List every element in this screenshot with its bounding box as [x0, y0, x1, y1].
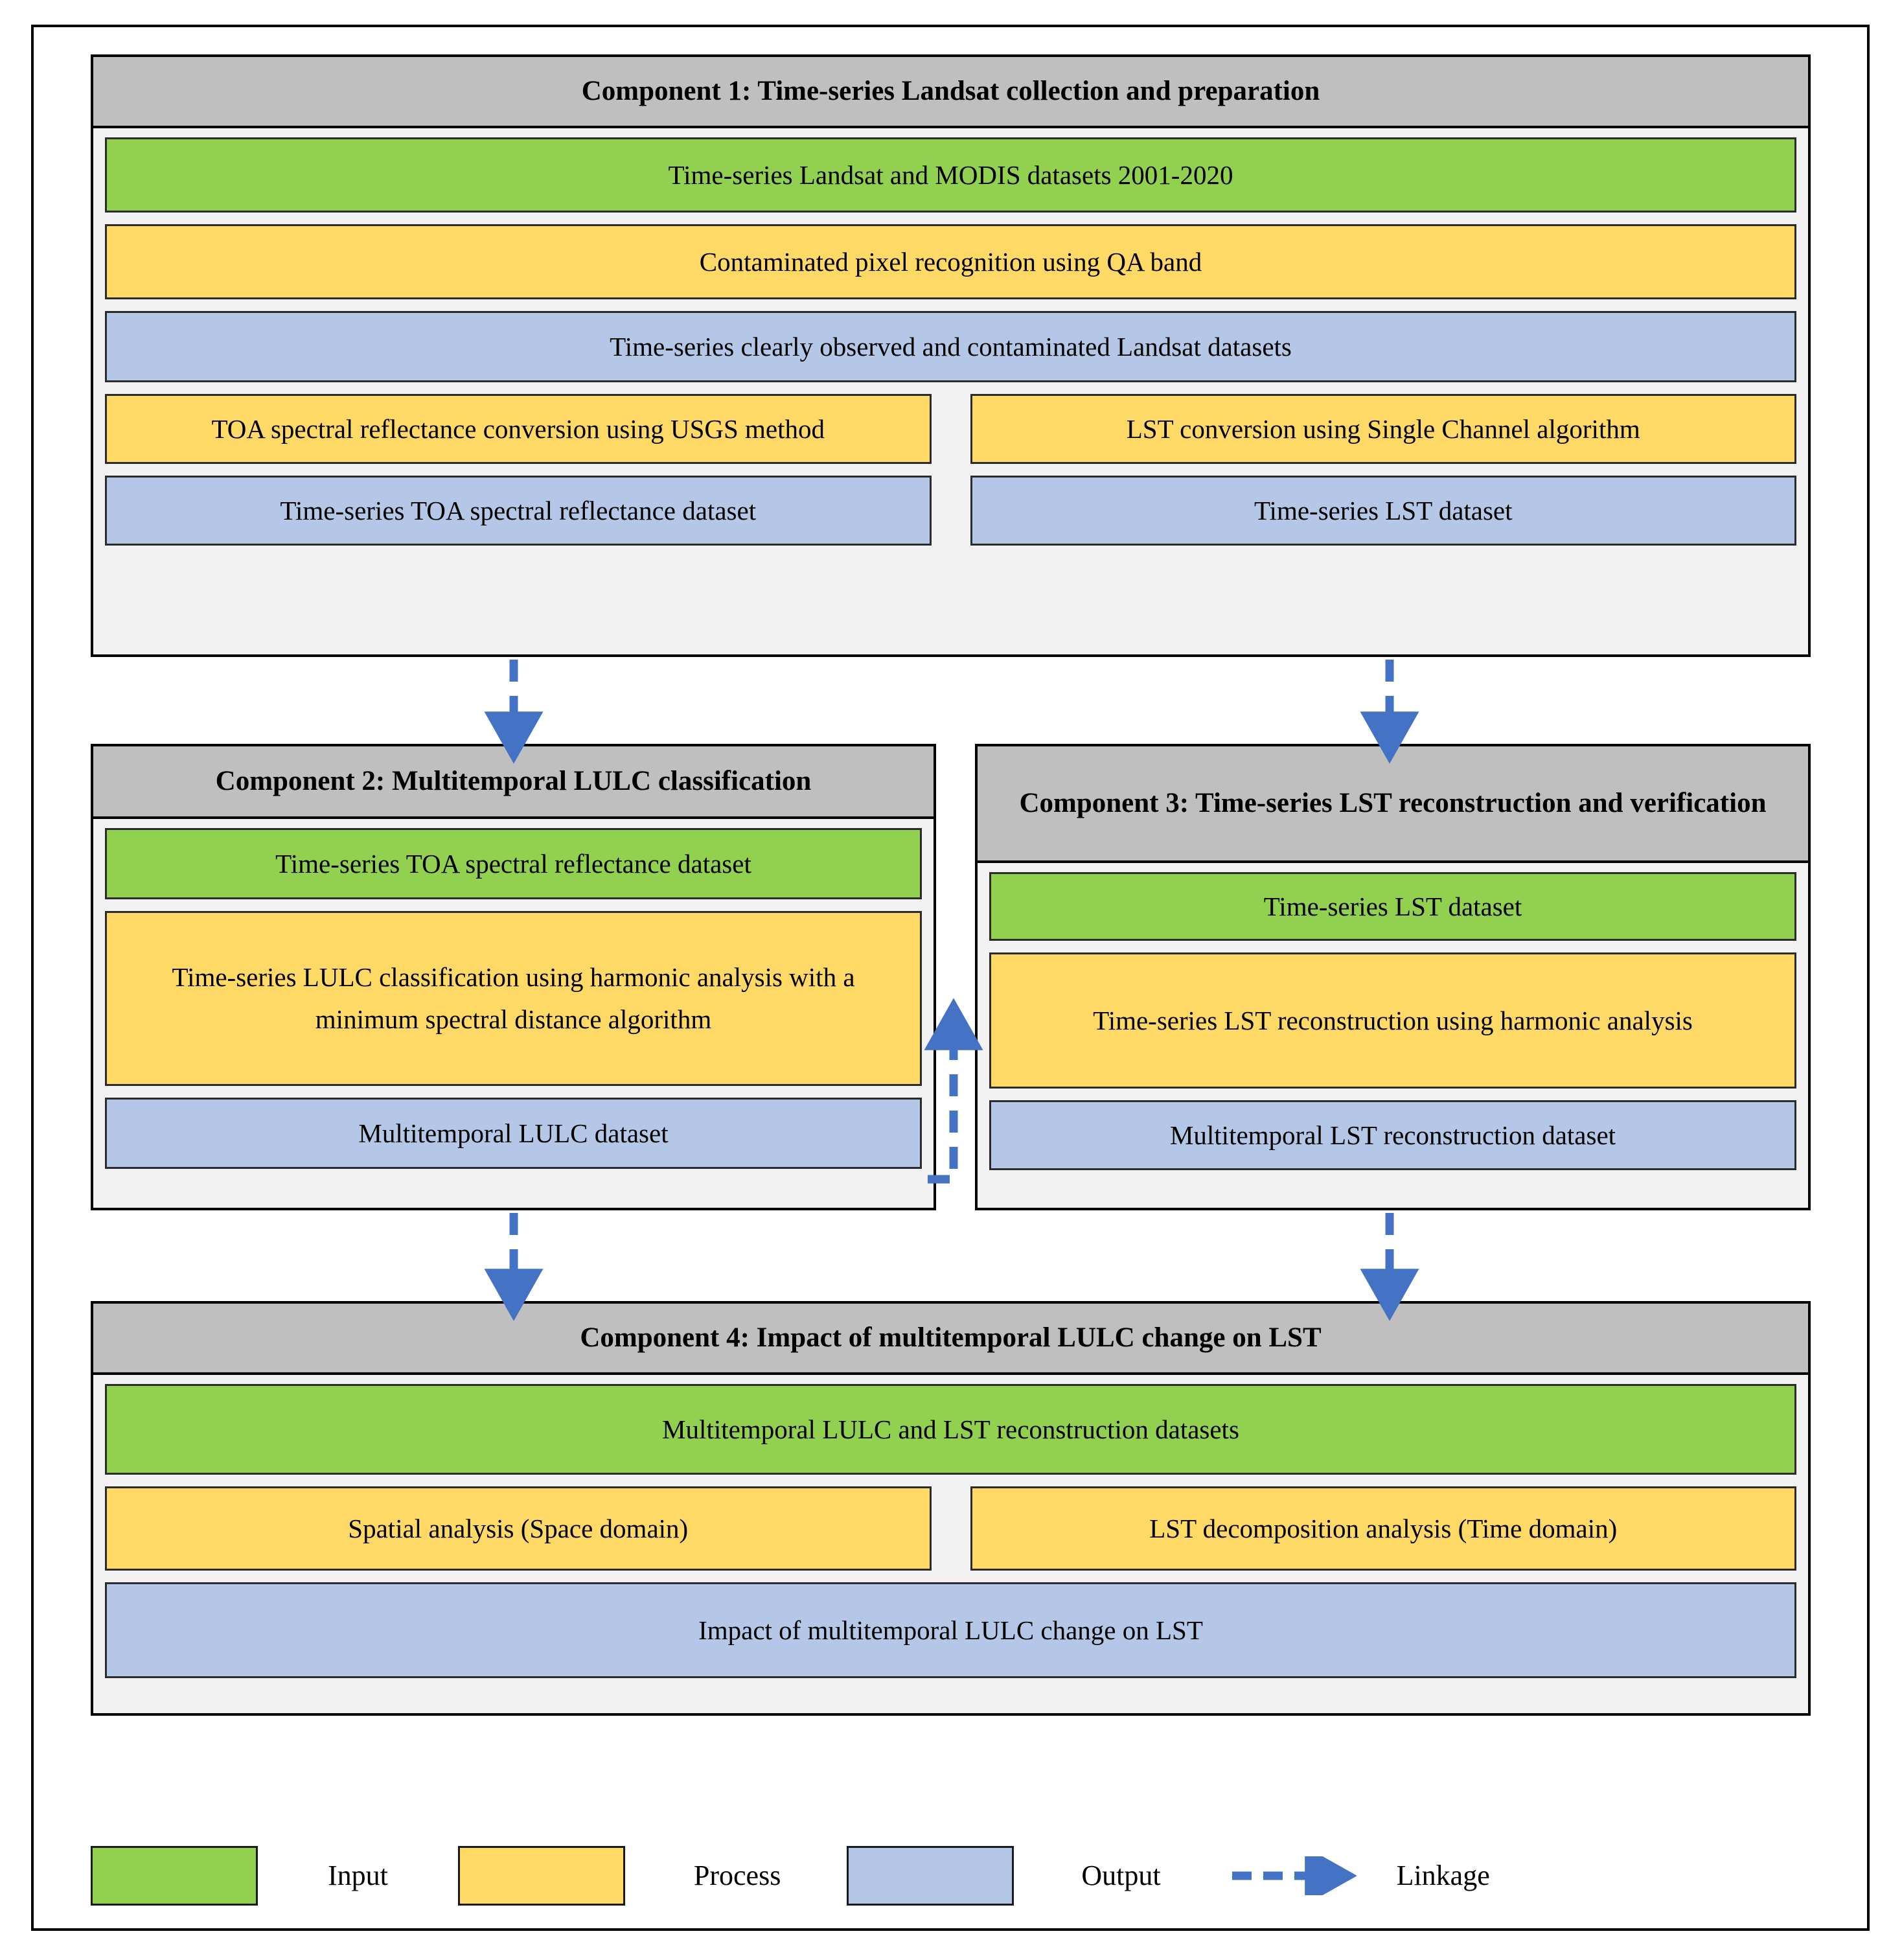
legend: Input Process Output Linkage: [91, 1834, 1811, 1918]
legend-item-linkage: Linkage: [1230, 1856, 1490, 1895]
node-lulc-classification-harmonic-analysis[interactable]: Time-series LULC classification using ha…: [105, 911, 922, 1086]
legend-label-output: Output: [1081, 1860, 1161, 1891]
component-3-body: Time-series LST dataset Time-series LST …: [978, 863, 1808, 1205]
legend-swatch-process: [457, 1846, 625, 1906]
node-toa-reflectance-conversion[interactable]: TOA spectral reflectance conversion usin…: [105, 394, 932, 464]
node-c2-toa-reflectance-dataset[interactable]: Time-series TOA spectral reflectance dat…: [105, 828, 922, 899]
legend-item-input: Input: [91, 1846, 388, 1906]
component-3-container: Component 3: Time-series LST reconstruct…: [975, 744, 1811, 1210]
node-c3-timeseries-lst-dataset[interactable]: Time-series LST dataset: [989, 872, 1796, 941]
legend-item-output: Output: [847, 1846, 1161, 1906]
component-2-title: Component 2: Multitemporal LULC classifi…: [93, 746, 934, 819]
component-4-title: Component 4: Impact of multitemporal LUL…: [93, 1304, 1808, 1375]
component-1-title: Component 1: Time-series Landsat collect…: [93, 57, 1808, 128]
legend-label-process: Process: [693, 1860, 781, 1891]
component-2-body: Time-series TOA spectral reflectance dat…: [93, 819, 934, 1205]
component-4-container: Component 4: Impact of multitemporal LUL…: [91, 1301, 1811, 1716]
node-lst-decomposition-time-domain[interactable]: LST decomposition analysis (Time domain): [970, 1486, 1796, 1571]
legend-linkage-arrow-icon: [1230, 1856, 1357, 1895]
node-multitemporal-lst-reconstruction-dataset[interactable]: Multitemporal LST reconstruction dataset: [989, 1100, 1796, 1170]
component-4-process-row: Spatial analysis (Space domain) LST deco…: [105, 1486, 1796, 1571]
node-multitemporal-lulc-dataset[interactable]: Multitemporal LULC dataset: [105, 1098, 922, 1169]
node-clearly-observed-contaminated-datasets[interactable]: Time-series clearly observed and contami…: [105, 311, 1796, 382]
node-multitemporal-lulc-lst-datasets[interactable]: Multitemporal LULC and LST reconstructio…: [105, 1384, 1796, 1475]
legend-label-input: Input: [328, 1860, 388, 1891]
node-impact-lulc-change-on-lst[interactable]: Impact of multitemporal LULC change on L…: [105, 1582, 1796, 1678]
component-1-body: Time-series Landsat and MODIS datasets 2…: [93, 128, 1808, 652]
component-4-body: Multitemporal LULC and LST reconstructio…: [93, 1375, 1808, 1711]
node-lst-reconstruction-harmonic-analysis[interactable]: Time-series LST reconstruction using har…: [989, 952, 1796, 1089]
legend-label-linkage: Linkage: [1396, 1860, 1490, 1891]
node-timeseries-toa-reflectance-dataset[interactable]: Time-series TOA spectral reflectance dat…: [105, 476, 932, 546]
node-contaminated-pixel-recognition[interactable]: Contaminated pixel recognition using QA …: [105, 224, 1796, 299]
component-1-container: Component 1: Time-series Landsat collect…: [91, 54, 1811, 657]
node-timeseries-lst-dataset[interactable]: Time-series LST dataset: [970, 476, 1796, 546]
legend-swatch-output: [847, 1846, 1014, 1906]
node-timeseries-landsat-modis-datasets[interactable]: Time-series Landsat and MODIS datasets 2…: [105, 137, 1796, 213]
legend-item-process: Process: [457, 1846, 781, 1906]
node-lst-conversion-single-channel[interactable]: LST conversion using Single Channel algo…: [970, 394, 1796, 464]
component-1-output-row: Time-series TOA spectral reflectance dat…: [105, 476, 1796, 546]
legend-swatch-input: [91, 1846, 258, 1906]
component-3-title: Component 3: Time-series LST reconstruct…: [978, 746, 1808, 863]
component-2-container: Component 2: Multitemporal LULC classifi…: [91, 744, 936, 1210]
node-spatial-analysis-space-domain[interactable]: Spatial analysis (Space domain): [105, 1486, 932, 1571]
component-1-process-row: TOA spectral reflectance conversion usin…: [105, 394, 1796, 464]
